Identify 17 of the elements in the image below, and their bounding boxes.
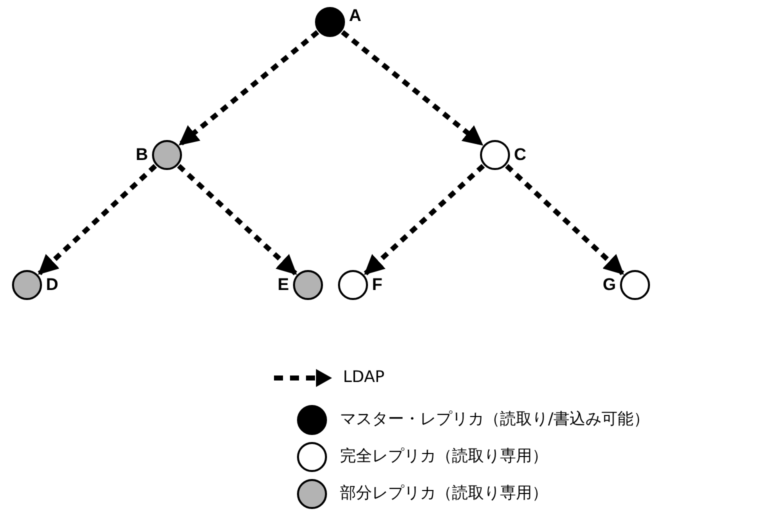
arrow <box>177 164 298 276</box>
legend-text: LDAP <box>343 367 385 387</box>
node-label: D <box>46 275 58 295</box>
node-label: C <box>514 145 526 165</box>
node-label: F <box>372 275 382 295</box>
arrow <box>340 30 484 146</box>
node-label: B <box>136 145 148 165</box>
legend-text: 部分レプリカ（読取り専用） <box>340 483 548 503</box>
arrow <box>505 164 624 276</box>
legend-text: 完全レプリカ（読取り専用） <box>340 446 548 466</box>
node-label: G <box>602 275 616 295</box>
node-label: E <box>278 275 289 295</box>
arrow <box>364 164 485 276</box>
arrow <box>38 164 157 276</box>
arrow <box>178 30 320 146</box>
node-label: A <box>349 6 362 26</box>
legend-text: マスター・レプリカ（読取り/書込み可能） <box>340 409 650 429</box>
